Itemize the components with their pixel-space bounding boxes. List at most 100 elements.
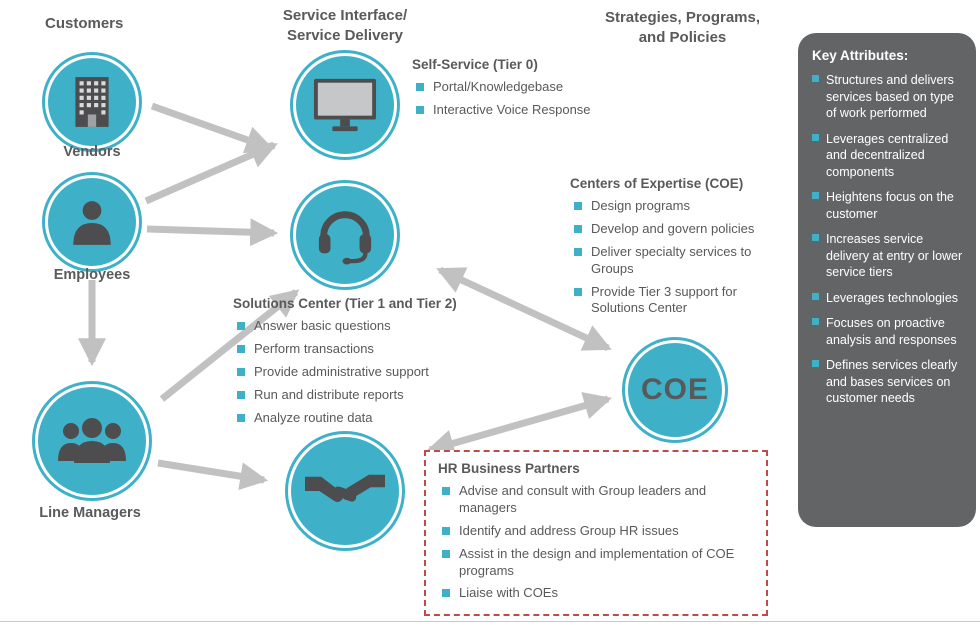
list-item: Leverages technologies xyxy=(812,290,964,307)
list-item: Leverages centralized and decentralized … xyxy=(812,131,964,181)
hr-business-partners-title: HR Business Partners xyxy=(438,461,580,476)
hr-business-partners-circle xyxy=(288,434,402,548)
bullet-square-icon xyxy=(237,413,245,422)
strategies-line1: Strategies, Programs, xyxy=(604,9,761,26)
bullet-square-icon xyxy=(442,549,450,558)
vendors-circle xyxy=(45,55,139,149)
service-interface-line2: Service Delivery xyxy=(287,26,403,44)
customers-header: Customers xyxy=(45,15,124,32)
list-item: Develop and govern policies xyxy=(574,221,790,238)
list-item: Advise and consult with Group leaders an… xyxy=(442,483,754,517)
list-item-text: Focuses on proactive analysis and respon… xyxy=(826,316,957,347)
list-item: Focuses on proactive analysis and respon… xyxy=(812,315,964,348)
bullet-square-icon xyxy=(237,344,245,353)
bullet-square-icon xyxy=(237,322,245,330)
service-interface-line1: Service Interface/ xyxy=(282,7,408,24)
list-item-text: Analyze routine data xyxy=(254,409,373,425)
list-item-text: Defines services clearly and bases servi… xyxy=(826,358,958,405)
arrow-linemanagers-to-hrbp xyxy=(157,459,269,491)
coe-circle-label: COE xyxy=(640,373,709,406)
list-item-text: Structures and delivers services based o… xyxy=(826,73,954,120)
arrow-employees-to-selfservice xyxy=(144,141,278,205)
bullet-square-icon xyxy=(416,83,424,91)
key-attributes-panel: Key Attributes: Structures and delivers … xyxy=(798,33,976,527)
list-item: Identify and address Group HR issues xyxy=(442,523,754,540)
list-item: Provide Tier 3 support for Solutions Cen… xyxy=(574,284,790,318)
list-item-text: Interactive Voice Response xyxy=(433,101,591,117)
list-item: Assist in the design and implementation … xyxy=(442,546,754,580)
list-item-text: Answer basic questions xyxy=(254,318,391,333)
bullet-square-icon xyxy=(442,589,450,598)
list-item-text: Identify and address Group HR issues xyxy=(459,522,679,538)
employees-label: Employees xyxy=(53,267,131,283)
list-item: Interactive Voice Response xyxy=(416,102,652,119)
list-item-text: Perform transactions xyxy=(254,340,374,356)
bullet-square-icon xyxy=(812,234,819,241)
solutions-center-block: Solutions Center (Tier 1 and Tier 2) Ans… xyxy=(233,296,505,426)
bullet-square-icon xyxy=(416,105,424,114)
bullet-square-icon xyxy=(237,367,245,376)
strategies-header: Strategies, Programs, and Policies xyxy=(570,8,795,47)
list-item: Design programs xyxy=(574,198,790,215)
headset-icon xyxy=(318,211,372,265)
bullet-square-icon xyxy=(812,360,819,367)
bullet-square-icon xyxy=(812,292,819,300)
coe-title: Centers of Expertise (COE) xyxy=(570,176,744,191)
service-interface-header: Service Interface/ Service Delivery xyxy=(245,6,445,45)
hr-business-partners-box: HR Business Partners Advise and consult … xyxy=(424,450,768,617)
bullet-square-icon xyxy=(812,75,819,82)
self-service-circle xyxy=(293,53,397,157)
bullet-square-icon xyxy=(812,133,819,141)
bullet-square-icon xyxy=(237,390,245,399)
bullet-square-icon xyxy=(442,526,450,535)
arrow-employees-to-solutions xyxy=(146,218,279,247)
strategies-line2: and Policies xyxy=(638,28,727,46)
bullet-square-icon xyxy=(574,202,582,210)
list-item-text: Heightens focus on the customer xyxy=(826,190,954,221)
bottom-divider xyxy=(0,621,980,622)
list-item: Defines services clearly and bases servi… xyxy=(812,357,964,407)
building-icon xyxy=(75,77,109,127)
bullet-square-icon xyxy=(812,192,819,199)
list-item-text: Advise and consult with Group leaders an… xyxy=(459,483,707,515)
list-item: Run and distribute reports xyxy=(237,387,505,404)
solutions-center-title: Solutions Center (Tier 1 and Tier 2) xyxy=(233,296,457,311)
list-item: Increases service delivery at entry or l… xyxy=(812,231,964,281)
vendors-label: Vendors xyxy=(63,144,121,160)
list-item-text: Leverages centralized and decentralized … xyxy=(826,131,949,179)
list-item-text: Leverages technologies xyxy=(826,290,959,305)
list-item-text: Deliver specialty services to Groups xyxy=(591,243,752,276)
monitor-icon xyxy=(313,78,377,132)
coe-block: Centers of Expertise (COE) Design progra… xyxy=(570,176,790,317)
list-item: Perform transactions xyxy=(237,341,505,358)
people-group-icon xyxy=(58,418,126,463)
bullet-square-icon xyxy=(574,287,582,296)
list-item-text: Provide Tier 3 support for Solutions Cen… xyxy=(591,283,737,316)
list-item-text: Portal/Knowledgebase xyxy=(433,79,564,94)
list-item-text: Develop and govern policies xyxy=(591,220,755,236)
solutions-center-circle xyxy=(293,183,397,287)
list-item: Answer basic questions xyxy=(237,318,505,335)
key-attributes-title: Key Attributes: xyxy=(812,48,909,63)
list-item: Deliver specialty services to Groups xyxy=(574,244,790,278)
list-item-text: Assist in the design and implementation … xyxy=(459,545,735,578)
bullet-square-icon xyxy=(574,224,582,233)
self-service-block: Self-Service (Tier 0) Portal/Knowledgeba… xyxy=(412,57,652,119)
bullet-square-icon xyxy=(812,318,819,325)
list-item: Structures and delivers services based o… xyxy=(812,72,964,122)
list-item-text: Run and distribute reports xyxy=(254,386,404,402)
handshake-icon xyxy=(305,474,385,502)
person-icon xyxy=(73,201,111,245)
coe-circle: COE xyxy=(625,340,725,440)
line-managers-circle xyxy=(35,384,149,498)
list-item: Analyze routine data xyxy=(237,410,505,427)
list-item-text: Design programs xyxy=(591,198,690,213)
list-item: Provide administrative support xyxy=(237,364,505,381)
list-item: Heightens focus on the customer xyxy=(812,189,964,222)
employees-circle xyxy=(45,175,139,269)
list-item: Liaise with COEs xyxy=(442,585,754,602)
list-item-text: Increases service delivery at entry or l… xyxy=(826,232,963,279)
list-item-text: Liaise with COEs xyxy=(459,585,558,601)
list-item: Portal/Knowledgebase xyxy=(416,79,652,96)
